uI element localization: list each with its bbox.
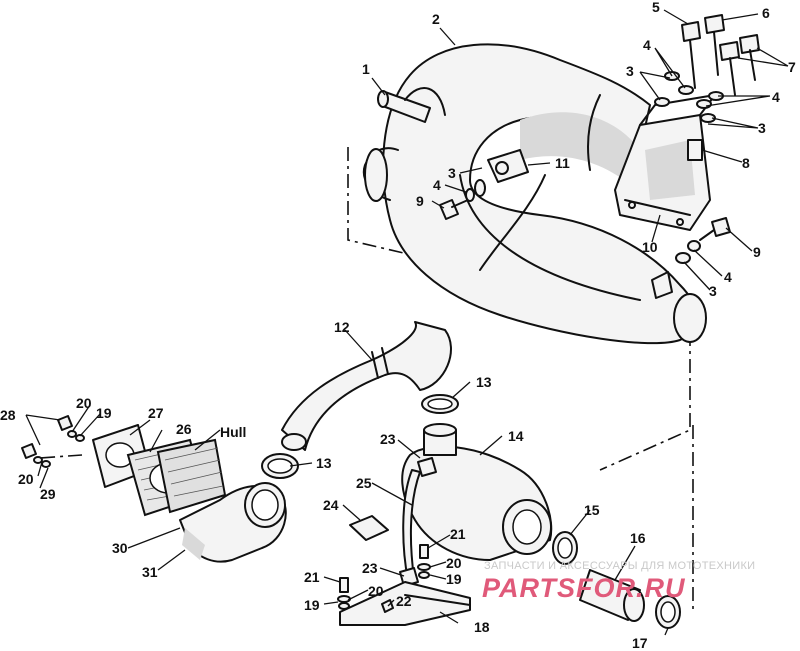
callout-21: 21 bbox=[450, 526, 466, 542]
callout-19: 19 bbox=[96, 405, 112, 421]
callout-27: 27 bbox=[148, 405, 164, 421]
part-8-stud bbox=[687, 139, 703, 161]
callout-4: 4 bbox=[433, 177, 441, 193]
callout-12: 12 bbox=[334, 319, 350, 335]
callout-29: 29 bbox=[40, 486, 56, 502]
callout-8: 8 bbox=[742, 155, 750, 171]
callout-13: 13 bbox=[316, 455, 332, 471]
part-9-bolt-right bbox=[675, 217, 731, 264]
callout-21: 21 bbox=[304, 569, 320, 585]
callout-10: 10 bbox=[642, 239, 658, 255]
callout-22: 22 bbox=[396, 593, 412, 609]
callout-14: 14 bbox=[508, 428, 524, 444]
part-1-fitting bbox=[377, 87, 446, 123]
callout-16: 16 bbox=[630, 530, 646, 546]
part-16-outlet-tube bbox=[579, 569, 645, 622]
callout-3: 3 bbox=[448, 165, 456, 181]
part-10-manifold bbox=[614, 94, 716, 231]
callout-20: 20 bbox=[18, 471, 34, 487]
chamber-hanger bbox=[651, 271, 673, 299]
callout-4: 4 bbox=[772, 89, 780, 105]
callout-4: 4 bbox=[724, 269, 732, 285]
callout-23: 23 bbox=[380, 431, 396, 447]
callout-28: 28 bbox=[0, 407, 16, 423]
callout-20: 20 bbox=[76, 395, 92, 411]
callout-11: 11 bbox=[555, 155, 570, 171]
callout-23: 23 bbox=[362, 560, 378, 576]
callout-13: 13 bbox=[476, 374, 492, 390]
callout-26: 26 bbox=[176, 421, 192, 437]
callout-20: 20 bbox=[368, 583, 384, 599]
part-14-muffler bbox=[401, 423, 553, 561]
callout-3: 3 bbox=[709, 283, 717, 299]
callout-leaders bbox=[25, 9, 789, 636]
watermark: ЗАПЧАСТИ И АКСЕССУАРЫ ДЛЯ МОТОТЕХНИКИ PA… bbox=[482, 560, 755, 603]
callout-7: 7 bbox=[788, 59, 796, 75]
callout-4: 4 bbox=[643, 37, 651, 53]
hull-fitting bbox=[156, 438, 227, 514]
callout-24: 24 bbox=[323, 497, 339, 513]
part-24-pad bbox=[349, 515, 389, 541]
callout-30: 30 bbox=[112, 540, 128, 556]
manifold-bolts bbox=[654, 14, 760, 123]
part-9-bolt-left bbox=[439, 179, 486, 220]
callout-20: 20 bbox=[446, 555, 462, 571]
part-15-clamp bbox=[552, 531, 578, 565]
callout-2: 2 bbox=[432, 11, 440, 27]
part-31-elbow bbox=[179, 482, 287, 563]
part-17-clamp bbox=[655, 595, 681, 629]
callout-9: 9 bbox=[753, 244, 761, 260]
callout-18: 18 bbox=[474, 619, 490, 635]
callout-17: 17 bbox=[632, 635, 648, 651]
callout-3: 3 bbox=[758, 120, 766, 136]
callout-1: 1 bbox=[362, 61, 370, 77]
callout-19: 19 bbox=[446, 571, 462, 587]
callout-9: 9 bbox=[416, 193, 424, 209]
part-11-bracket bbox=[487, 149, 529, 183]
callout-15: 15 bbox=[584, 502, 600, 518]
hull-label: Hull bbox=[220, 424, 246, 440]
callout-25: 25 bbox=[356, 475, 372, 491]
plate-fasteners bbox=[21, 415, 85, 468]
callout-5: 5 bbox=[652, 0, 660, 15]
watermark-text: ЗАПЧАСТИ И АКСЕССУАРЫ ДЛЯ МОТОТЕХНИКИ bbox=[484, 560, 755, 572]
part-18-bracket bbox=[339, 581, 471, 626]
callout-31: 31 bbox=[142, 564, 158, 580]
watermark-logo: PARTSFOR.RU bbox=[482, 573, 686, 603]
part-13-clamp-lower bbox=[261, 453, 299, 479]
expansion-chamber bbox=[362, 43, 707, 345]
part-12-hose bbox=[281, 321, 452, 451]
callout-3: 3 bbox=[626, 63, 634, 79]
callout-19: 19 bbox=[304, 597, 320, 613]
part-13-clamp-upper bbox=[421, 394, 459, 414]
callout-6: 6 bbox=[762, 5, 770, 21]
